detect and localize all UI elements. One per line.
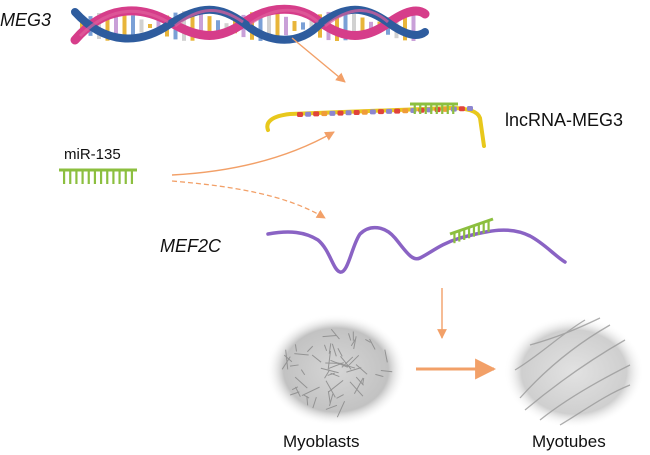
meg3-gene-label: MEG3 bbox=[0, 10, 52, 30]
bound-mirna-on-lncrna-icon bbox=[410, 102, 458, 114]
arrow-gene-to-lncrna bbox=[291, 37, 346, 83]
dna-helix-icon bbox=[70, 4, 430, 45]
lncrna-strand-icon bbox=[265, 102, 486, 148]
myoblasts-image-icon bbox=[266, 314, 406, 426]
arrow-mirna-to-mef2c bbox=[171, 180, 326, 219]
lncrna-meg3-label: lncRNA-MEG3 bbox=[505, 110, 624, 130]
mef2c-label: MEF2C bbox=[160, 236, 222, 256]
myoblasts-label: Myoblasts bbox=[283, 432, 360, 451]
myotubes-image-icon bbox=[504, 316, 644, 428]
mirna-label: miR-135 bbox=[64, 146, 121, 163]
mirna-comb-icon bbox=[59, 168, 137, 184]
arrow-mirna-to-lncrna bbox=[171, 131, 335, 176]
bound-mirna-on-mef2c-icon bbox=[449, 217, 494, 244]
myotubes-label: Myotubes bbox=[532, 432, 606, 451]
mef2c-mrna-icon bbox=[266, 217, 567, 274]
